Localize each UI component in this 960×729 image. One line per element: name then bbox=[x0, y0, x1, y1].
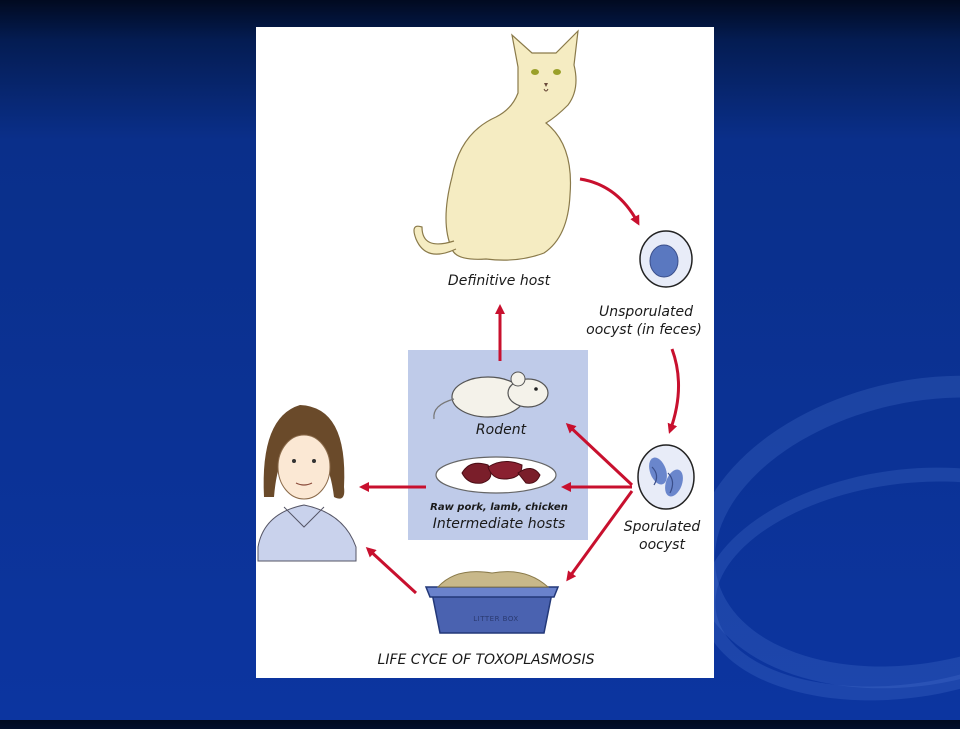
litter-box-label: LITTER BOX bbox=[473, 615, 519, 623]
arrow-litter-to-human bbox=[365, 546, 418, 595]
arrow-cat-to-unsporulated bbox=[579, 177, 640, 226]
litter-box-icon bbox=[424, 571, 560, 634]
sporulated-oocyst-icon bbox=[637, 444, 695, 510]
human-icon bbox=[257, 405, 357, 562]
arrow-unsporulated-to-sporulated bbox=[667, 348, 680, 434]
intermediate-hosts-label: Intermediate hosts bbox=[432, 516, 566, 532]
sporulated-label-line2: oocyst bbox=[639, 537, 685, 553]
rodent-icon bbox=[433, 371, 549, 420]
oocyst-icon bbox=[639, 230, 693, 288]
meat-plate-icon bbox=[435, 456, 557, 494]
cat-icon bbox=[413, 29, 579, 261]
unsporulated-label-line1: Unsporulated bbox=[599, 304, 693, 320]
rodent-label: Rodent bbox=[475, 422, 527, 438]
arrow-sporulated-to-litter bbox=[566, 490, 634, 582]
raw-meat-label: Raw pork, lamb, chicken bbox=[430, 502, 568, 513]
arrow-sporulated-to-rodent bbox=[565, 422, 634, 487]
sporulated-label-line1: Sporulated bbox=[623, 519, 701, 535]
cycle-arrows bbox=[359, 177, 680, 595]
life-cycle-diagram bbox=[257, 29, 695, 634]
definitive-host-label: Definitive host bbox=[447, 273, 551, 289]
diagram-panel: Definitive host Unsporulated oocyst (in … bbox=[256, 27, 714, 678]
diagram-title: LIFE CYCE OF TOXOPLASMOSIS bbox=[377, 652, 595, 668]
unsporulated-label-line2: oocyst (in feces) bbox=[586, 322, 702, 338]
